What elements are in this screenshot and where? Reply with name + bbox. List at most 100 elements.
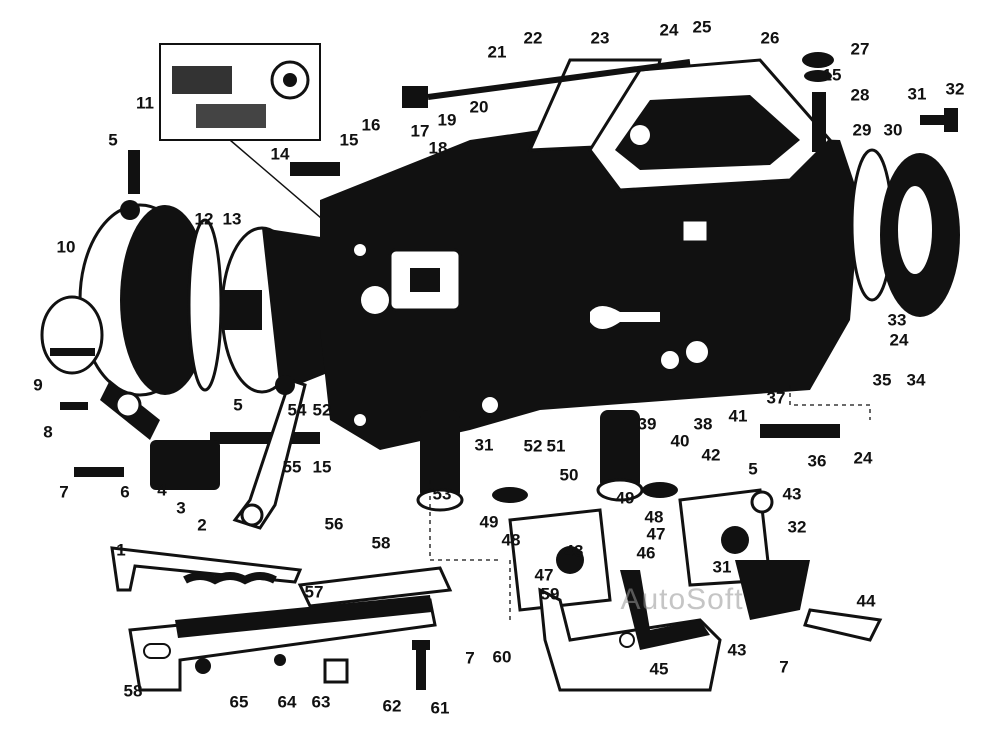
callout-number: 57 bbox=[304, 582, 324, 602]
callout-number: 30 bbox=[883, 120, 903, 140]
callout-number: 7 bbox=[465, 648, 475, 668]
callout-number: 37 bbox=[766, 388, 786, 408]
callout-number: 34 bbox=[906, 370, 926, 390]
callout-number: 27 bbox=[850, 39, 870, 59]
governor-housing bbox=[40, 200, 210, 440]
callout-number: 7 bbox=[779, 657, 789, 677]
callout-number: 31 bbox=[907, 84, 927, 104]
bolt-32-top bbox=[920, 108, 958, 132]
callout-number: 33 bbox=[887, 310, 907, 330]
callout-number: 5 bbox=[233, 395, 243, 415]
bolt-61 bbox=[412, 640, 430, 690]
callout-number: 41 bbox=[728, 406, 748, 426]
plunger-elements bbox=[150, 410, 678, 512]
leader-lines bbox=[429, 385, 871, 620]
callout-number: 1 bbox=[116, 540, 126, 560]
stud-and-nut bbox=[802, 52, 834, 152]
callout-number: 6 bbox=[120, 482, 130, 502]
long-bolt bbox=[402, 59, 691, 108]
callout-number: 39 bbox=[637, 414, 657, 434]
watermark: AutoSoft bbox=[620, 583, 744, 616]
callout-number: 47 bbox=[534, 565, 554, 585]
callout-number: 42 bbox=[701, 445, 721, 465]
callout-number: 23 bbox=[590, 28, 610, 48]
plate-58-upper bbox=[297, 566, 453, 608]
callout-number: 26 bbox=[760, 28, 780, 48]
callout-number: 48 bbox=[644, 507, 664, 527]
callout-number: 53 bbox=[432, 484, 452, 504]
callout-number: 24 bbox=[889, 330, 909, 350]
pump-body bbox=[320, 130, 860, 450]
callout-number: 43 bbox=[564, 541, 584, 561]
callout-number: 31 bbox=[712, 557, 732, 577]
callout-number: 47 bbox=[646, 524, 666, 544]
callout-number: 3 bbox=[176, 498, 186, 518]
end-flange bbox=[850, 148, 960, 317]
callout-number: 38 bbox=[693, 414, 713, 434]
callout-number: 11 bbox=[136, 93, 154, 113]
callout-number: 7 bbox=[59, 482, 69, 502]
callout-number: 14 bbox=[270, 144, 290, 164]
callout-number: 52 bbox=[523, 436, 543, 456]
top-cover bbox=[527, 58, 833, 192]
callout-number: 51 bbox=[546, 436, 566, 456]
callout-number: 65 bbox=[229, 692, 249, 712]
callout-number: 24 bbox=[853, 448, 873, 468]
callout-number: 13 bbox=[222, 209, 242, 229]
callout-number: 22 bbox=[523, 28, 543, 48]
callout-number: 4 bbox=[157, 480, 167, 500]
callout-number: 48 bbox=[501, 530, 521, 550]
callout-number: 50 bbox=[559, 465, 579, 485]
bracket-45 bbox=[538, 570, 883, 692]
callout-number: 29 bbox=[852, 120, 872, 140]
callout-number: 20 bbox=[469, 97, 489, 117]
callout-number: 31 bbox=[474, 435, 494, 455]
callout-number: 61 bbox=[430, 698, 450, 718]
callout-number: 43 bbox=[727, 640, 747, 660]
callout-number: 24 bbox=[659, 20, 679, 40]
callout-number: 52 bbox=[312, 400, 332, 420]
callout-number: 9 bbox=[33, 375, 43, 395]
callout-number: 21 bbox=[487, 42, 507, 62]
callout-number: 32 bbox=[945, 79, 965, 99]
callout-number: 8 bbox=[43, 422, 53, 442]
inset-detail bbox=[159, 43, 371, 261]
callout-number: 43 bbox=[782, 484, 802, 504]
spring-plate bbox=[110, 546, 303, 592]
callout-number: 32 bbox=[787, 517, 807, 537]
callout-number: 44 bbox=[856, 591, 876, 611]
callout-number: 19 bbox=[437, 110, 457, 130]
lever-bar bbox=[128, 595, 437, 692]
callout-number: 56 bbox=[324, 514, 344, 534]
callout-number: 18 bbox=[428, 138, 448, 158]
callout-number: 40 bbox=[670, 431, 690, 451]
callout-number: 15 bbox=[822, 65, 842, 85]
callout-number: 63 bbox=[311, 692, 331, 712]
callout-number: 28 bbox=[850, 85, 870, 105]
callout-number: 15 bbox=[312, 457, 332, 477]
callout-number: 49 bbox=[479, 512, 499, 532]
callout-number: 54 bbox=[287, 400, 307, 420]
control-levers bbox=[508, 488, 810, 620]
callout-number: 45 bbox=[649, 659, 669, 679]
callout-number: 55 bbox=[282, 457, 302, 477]
callout-number: 17 bbox=[410, 121, 430, 141]
callout-number: 58 bbox=[371, 533, 391, 553]
callout-number: 58 bbox=[123, 681, 143, 701]
callout-number: 46 bbox=[636, 543, 656, 563]
callout-number: 12 bbox=[194, 209, 214, 229]
callout-number: 64 bbox=[277, 692, 297, 712]
callout-number: 60 bbox=[492, 647, 512, 667]
callout-number: 49 bbox=[615, 488, 635, 508]
callout-number: 59 bbox=[540, 584, 560, 604]
callout-number: 16 bbox=[361, 115, 381, 135]
callout-number: 2 bbox=[197, 515, 207, 535]
callout-number: 5 bbox=[108, 130, 118, 150]
callout-number: 15 bbox=[339, 130, 359, 150]
linkage-arm bbox=[232, 375, 307, 530]
callout-number: 36 bbox=[807, 451, 827, 471]
callout-number: 25 bbox=[692, 17, 712, 37]
callout-number: 5 bbox=[748, 459, 758, 479]
